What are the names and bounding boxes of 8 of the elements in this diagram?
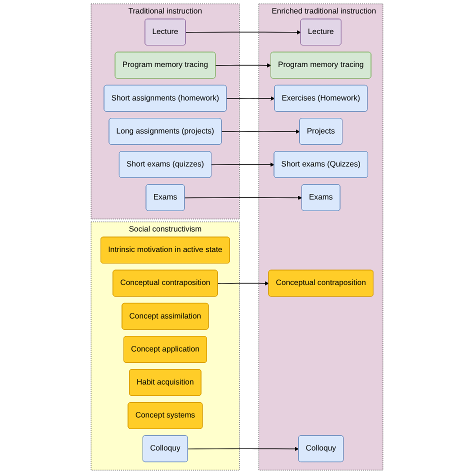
arrow (215, 63, 272, 68)
arrow (226, 96, 275, 101)
arrow (221, 129, 300, 134)
arrow (184, 196, 302, 200)
arrow (211, 162, 274, 167)
arrow (185, 30, 302, 34)
arrow (188, 446, 299, 452)
arrow (217, 281, 269, 286)
